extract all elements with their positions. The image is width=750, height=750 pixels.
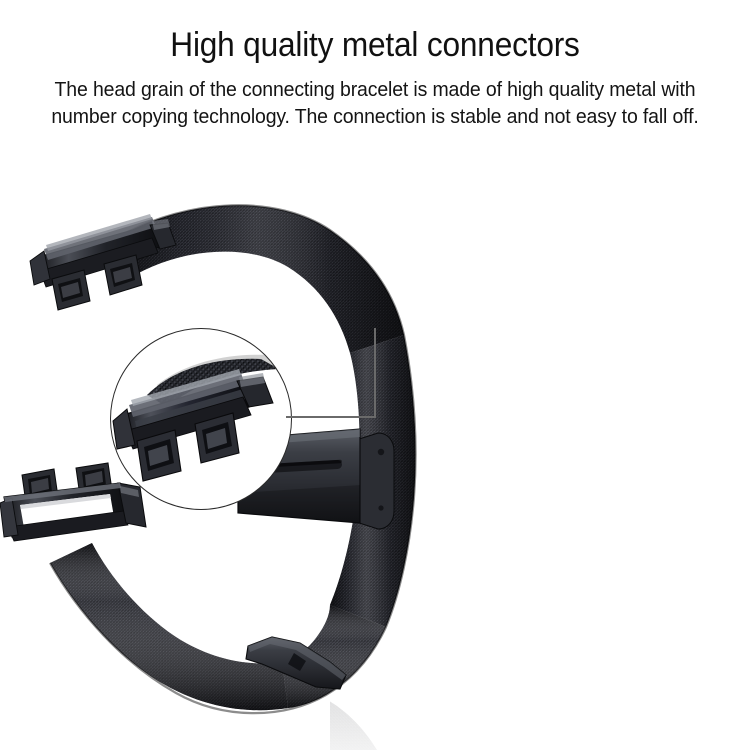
copy-block: High quality metal connectors The head g… <box>0 0 750 131</box>
page-title: High quality metal connectors <box>170 26 580 64</box>
connector-detail-callout <box>110 328 292 510</box>
product-photo <box>0 175 750 750</box>
bottom-quick-release-connector <box>0 462 147 542</box>
band-strap <box>49 204 417 715</box>
mesh-band-loop <box>0 204 417 750</box>
surface-reflection <box>112 680 377 750</box>
description-text: The head grain of the connecting bracele… <box>51 78 699 129</box>
top-quick-release-connector <box>29 214 177 311</box>
lower-clasp-bracket <box>245 636 347 690</box>
connector-detail-illustration <box>112 354 279 482</box>
